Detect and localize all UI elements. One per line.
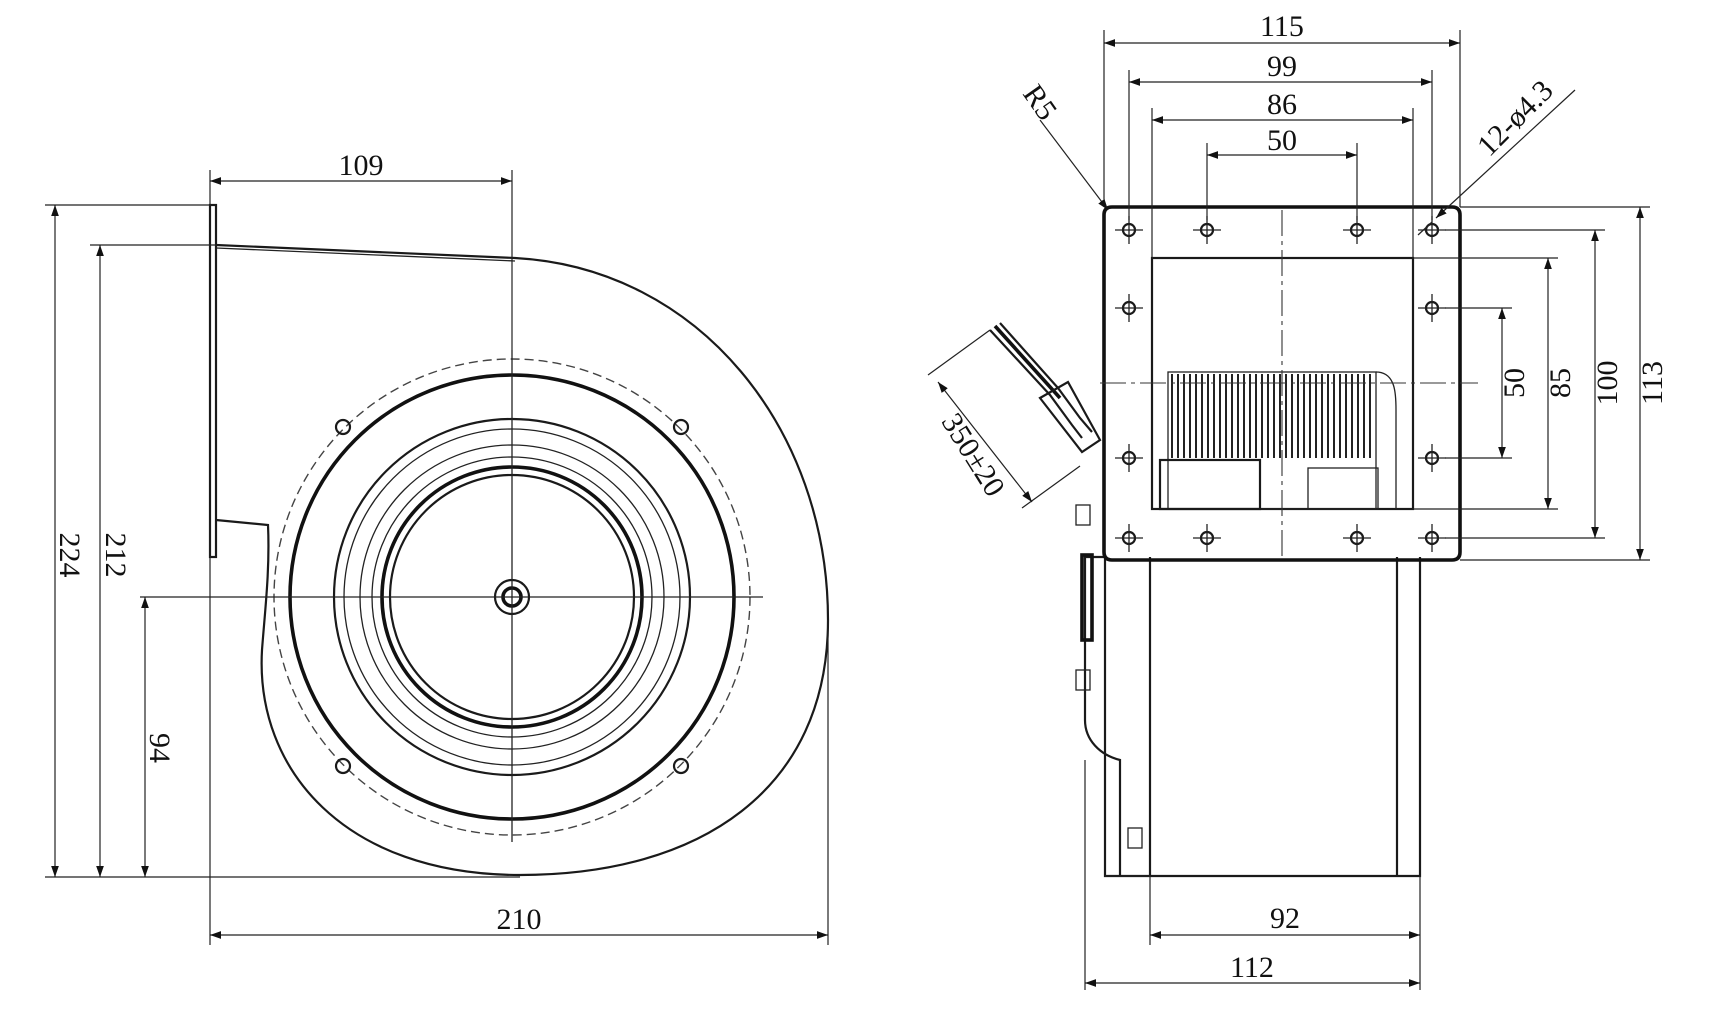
fan-blades <box>1171 374 1371 458</box>
impeller-side <box>1375 371 1397 509</box>
mounting-hole <box>1418 216 1446 244</box>
dim-label-109: 109 <box>339 149 384 182</box>
dim-label-212: 212 <box>99 533 132 578</box>
power-cable <box>989 322 1102 454</box>
dim-label-113: 113 <box>1636 361 1669 405</box>
motor-side-bulge <box>1083 555 1122 876</box>
terminal-block <box>1307 467 1379 510</box>
dim-label-100: 100 <box>1591 361 1624 406</box>
side-bolt <box>1075 669 1091 691</box>
bolt <box>672 418 690 436</box>
side-bolt <box>1075 504 1091 526</box>
leader-r5 <box>1039 119 1109 211</box>
label-r5: R5 <box>1016 79 1063 127</box>
dim-line-cable <box>937 381 1033 503</box>
mounting-hole <box>1115 216 1143 244</box>
side-bolt <box>1127 827 1143 849</box>
dim-label-86: 86 <box>1267 88 1297 121</box>
side-view: 115 99 86 50 113 100 85 50 <box>927 10 1669 990</box>
mounting-hole <box>1193 524 1221 552</box>
mounting-hole <box>1343 216 1371 244</box>
dim-label-112: 112 <box>1230 951 1274 984</box>
label-holes: 12-ø4.3 <box>1471 74 1560 163</box>
dim-label-50-top: 50 <box>1267 124 1297 157</box>
mounting-holes <box>1115 216 1446 552</box>
mounting-hole <box>1115 444 1143 472</box>
front-view: 109 210 224 212 94 <box>45 149 830 945</box>
bolt <box>672 757 690 775</box>
mounting-hole <box>1343 524 1371 552</box>
motor-block <box>1158 458 1262 511</box>
label-cable-length: 350±20 <box>935 407 1011 502</box>
mounting-hole <box>1418 444 1446 472</box>
dim-label-92: 92 <box>1270 902 1300 935</box>
mounting-hole <box>1193 216 1221 244</box>
dim-label-94: 94 <box>143 733 176 763</box>
dim-label-210: 210 <box>497 903 542 936</box>
dim-label-224: 224 <box>53 533 86 578</box>
side-block <box>1080 553 1094 642</box>
dim-label-99: 99 <box>1267 50 1297 83</box>
mounting-hole <box>1115 524 1143 552</box>
dim-label-50-right: 50 <box>1498 368 1531 398</box>
bolt <box>334 757 352 775</box>
mounting-hole <box>1418 294 1446 322</box>
leader-holes <box>1435 89 1576 219</box>
bolt <box>334 418 352 436</box>
mounting-bolts <box>334 418 690 775</box>
dim-label-115: 115 <box>1260 10 1304 43</box>
scroll-inner-edge <box>215 247 516 262</box>
impeller-frame <box>1167 371 1377 510</box>
scroll-housing <box>215 243 830 877</box>
housing-body <box>1103 557 1422 878</box>
mounting-hole <box>1115 294 1143 322</box>
outlet-flange <box>208 203 218 559</box>
dim-label-85: 85 <box>1544 368 1577 398</box>
mounting-hole <box>1418 524 1446 552</box>
flange-plate <box>1102 205 1462 562</box>
